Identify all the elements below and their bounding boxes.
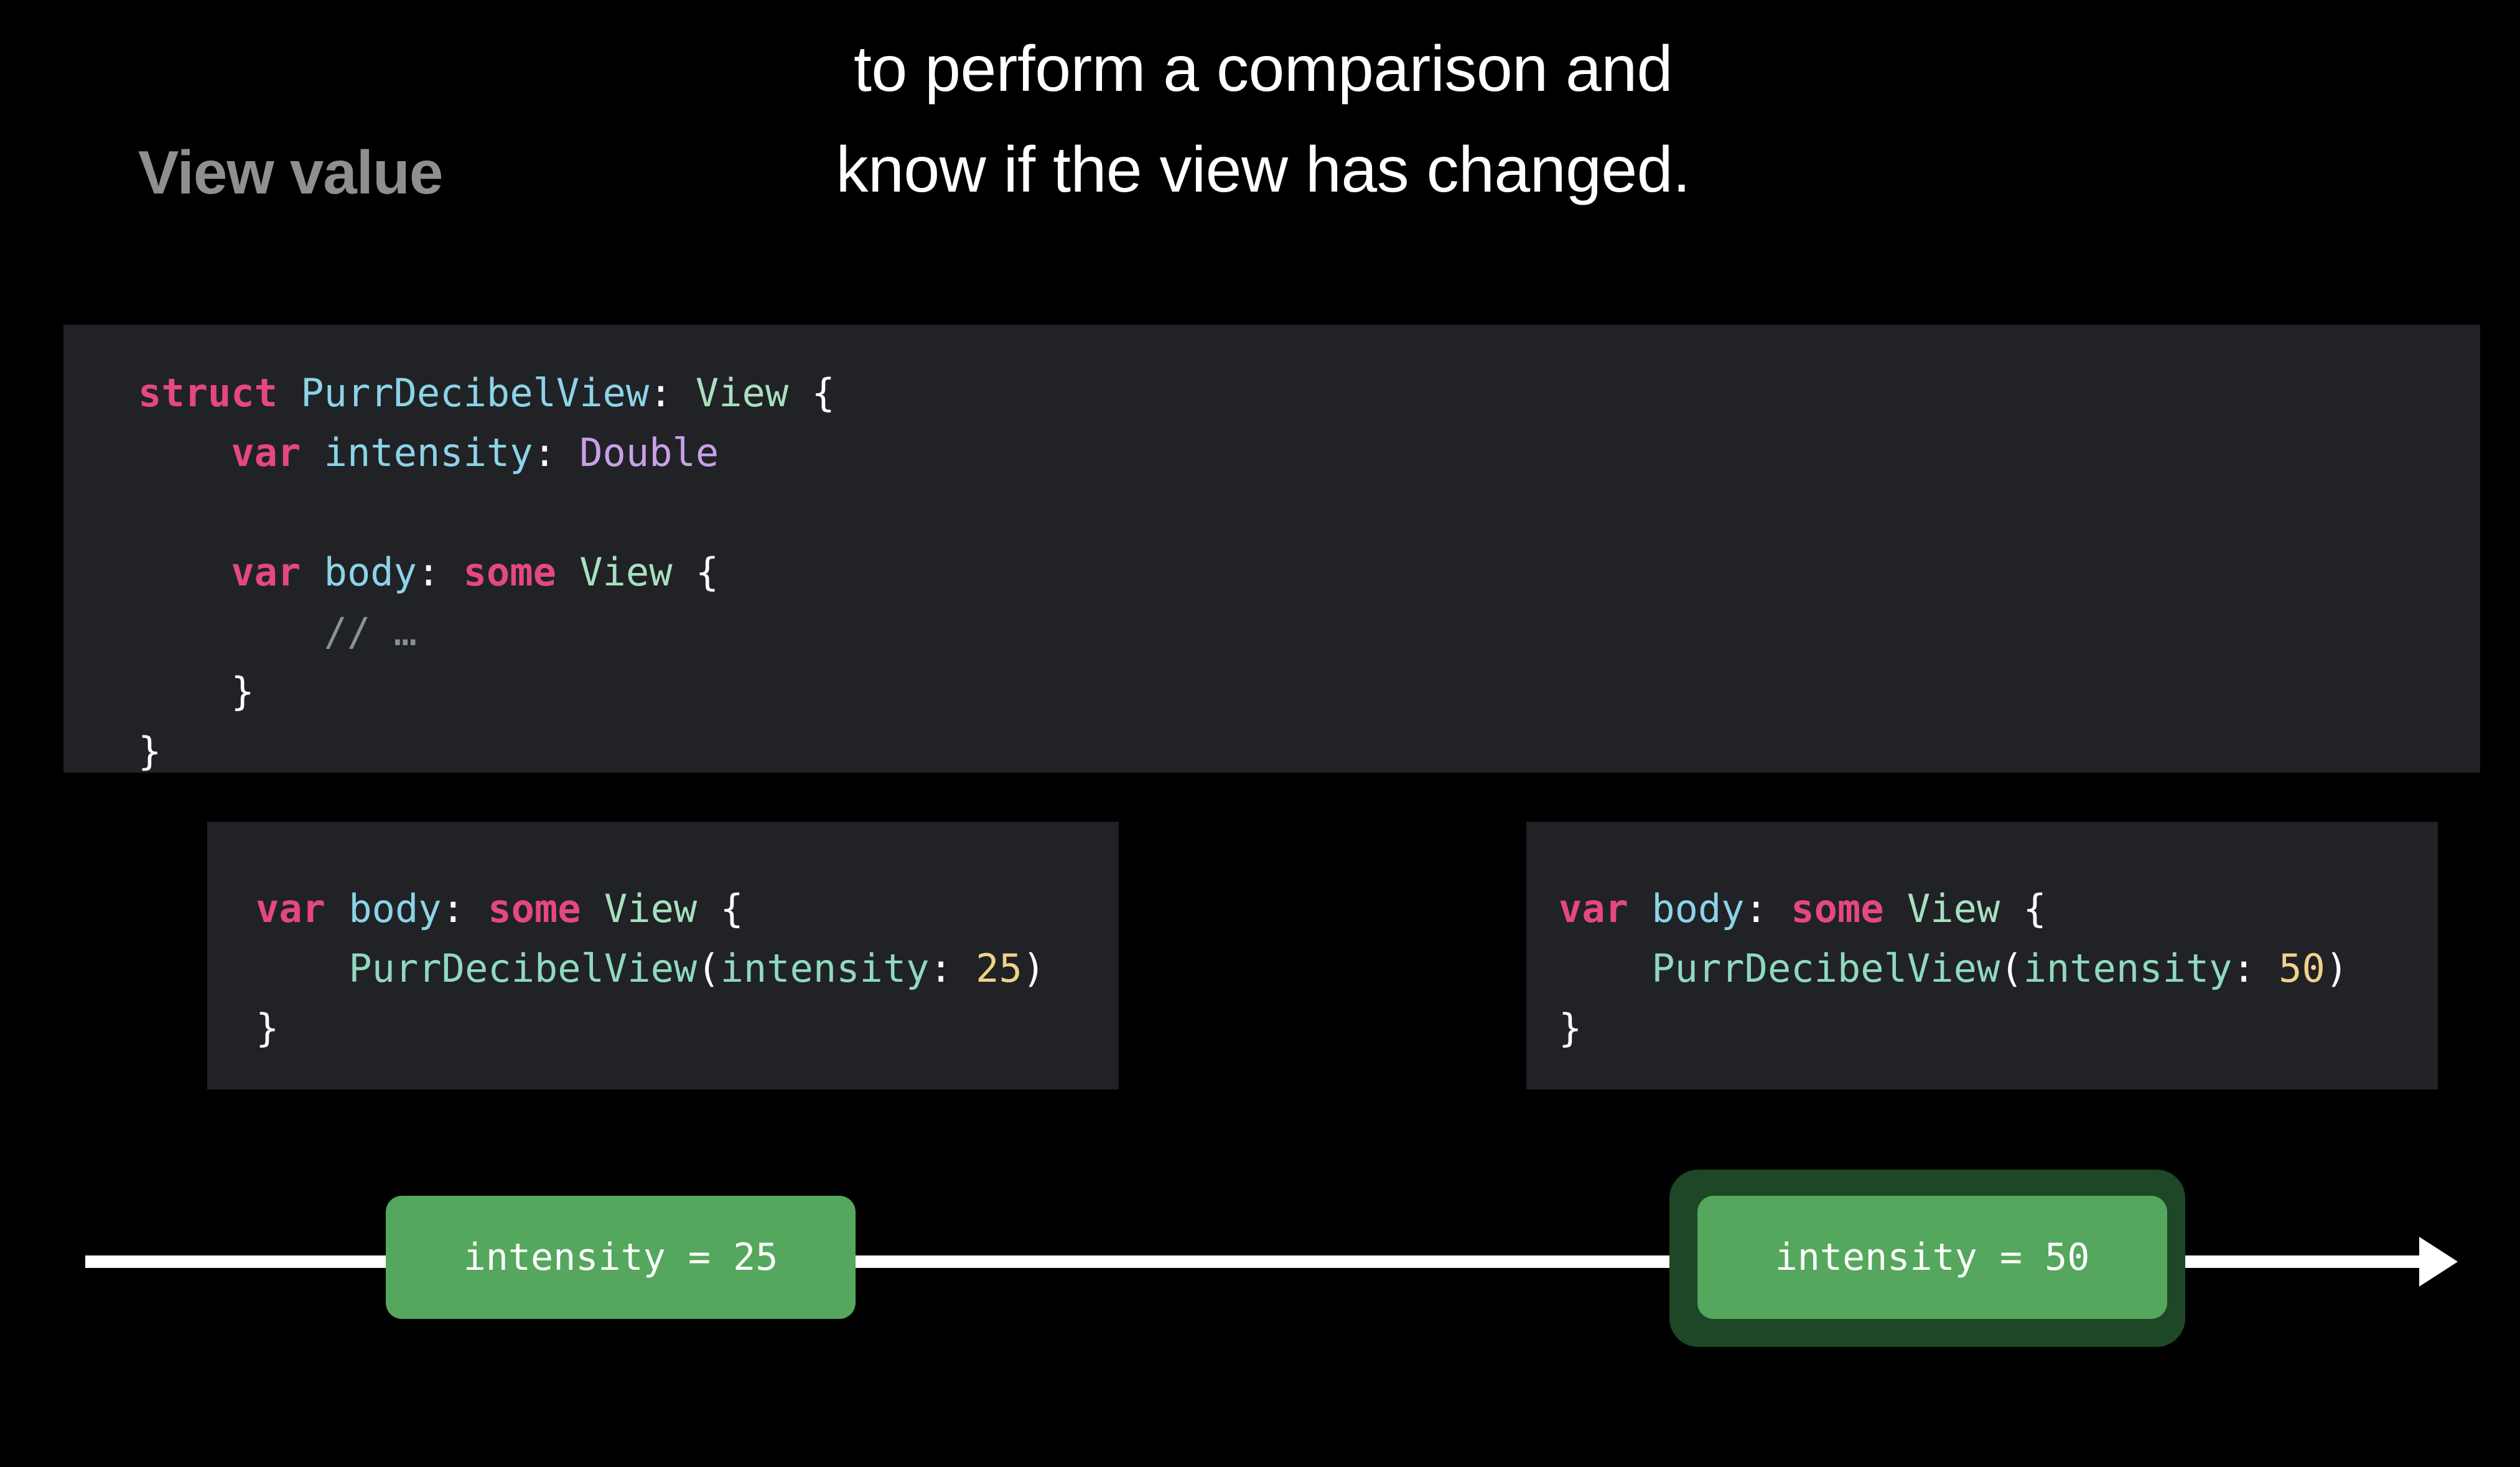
code-token-plain (1884, 886, 1907, 931)
code-token-call: PurrDecibelView (348, 946, 698, 991)
code-token-type: intensity (324, 430, 533, 475)
code-token-plain: : (441, 886, 488, 931)
code-line: } (256, 999, 1119, 1058)
code-token-plain (556, 549, 579, 595)
code-token-call: PurrDecibelView (1651, 946, 2000, 991)
code-token-keyword: some (1791, 886, 1884, 931)
code-token-number: 50 (2279, 946, 2325, 991)
code-token-plain: : (2232, 946, 2279, 991)
code-token-call: intensity (720, 946, 930, 991)
code-token-plain (1559, 946, 1651, 991)
code-line: var body: some View { (138, 543, 2480, 602)
code-token-plain: } (256, 1005, 279, 1051)
timeline-arrow-icon (2419, 1237, 2458, 1287)
caption-line-2: know if the view has changed. (836, 134, 1691, 207)
code-line: struct PurrDecibelView: View { (138, 363, 2480, 423)
code-block-variant-right: var body: some View { PurrDecibelView(in… (1526, 822, 2438, 1089)
code-token-plain: } (1559, 1005, 1582, 1051)
code-token-keyword: var (231, 549, 301, 595)
code-token-plain: { (672, 549, 719, 595)
code-token-plain (256, 946, 348, 991)
code-token-type: body (324, 549, 417, 595)
code-token-plain: ( (2000, 946, 2023, 991)
timeline-event-pill-2[interactable]: intensity = 50 (1697, 1196, 2167, 1319)
code-token-plain: ) (1022, 946, 1046, 991)
code-line: var intensity: Double (138, 423, 2480, 483)
code-line (138, 483, 2480, 543)
value-timeline: intensity = 25 intensity = 50 (0, 1170, 2520, 1356)
code-token-plain: { (2000, 886, 2046, 931)
code-token-type: body (348, 886, 442, 931)
code-line: // … (138, 602, 2480, 662)
code-token-plain (138, 609, 324, 654)
code-token-protocol: View (695, 370, 789, 416)
code-token-plain (138, 430, 231, 475)
timeline-event-pill-1[interactable]: intensity = 25 (386, 1196, 856, 1319)
code-token-type: body (1651, 886, 1745, 931)
code-token-keyword: var (256, 886, 325, 931)
code-token-value-type: Double (579, 430, 719, 475)
code-token-plain (1628, 886, 1651, 931)
code-token-protocol: View (1906, 886, 2000, 931)
slide-caption: to perform a comparison and know if the … (709, 19, 1817, 220)
code-token-protocol: View (579, 549, 673, 595)
code-token-plain (138, 549, 231, 595)
code-token-type: PurrDecibelView (301, 370, 650, 416)
code-block-struct: struct PurrDecibelView: View { var inten… (63, 325, 2480, 773)
code-line: var body: some View { (1559, 879, 2438, 939)
code-token-plain: } (138, 729, 162, 773)
code-line: } (138, 722, 2480, 773)
code-token-plain (138, 490, 161, 535)
code-token-keyword: var (231, 430, 301, 475)
code-token-plain: } (138, 669, 254, 714)
code-token-keyword: some (488, 886, 581, 931)
code-line: } (1559, 999, 2438, 1058)
code-token-plain: : (649, 370, 696, 416)
code-token-plain: { (788, 370, 835, 416)
code-token-plain: { (697, 886, 744, 931)
code-token-call: intensity (2023, 946, 2233, 991)
code-token-plain: ( (697, 946, 721, 991)
code-token-plain: ) (2325, 946, 2349, 991)
code-token-plain (325, 886, 348, 931)
code-token-plain (301, 549, 324, 595)
code-token-plain: : (533, 430, 580, 475)
code-token-plain: : (416, 549, 464, 595)
code-token-comment: // … (324, 609, 417, 654)
caption-line-1: to perform a comparison and (853, 33, 1673, 105)
code-token-plain (301, 430, 324, 475)
code-token-keyword: struct (138, 370, 278, 416)
page-title: View value (138, 138, 443, 207)
code-token-plain: : (929, 946, 976, 991)
code-token-number: 25 (976, 946, 1022, 991)
code-token-plain (278, 370, 301, 416)
code-line: PurrDecibelView(intensity: 25) (256, 939, 1119, 999)
code-token-keyword: some (463, 549, 556, 595)
code-token-protocol: View (604, 886, 698, 931)
code-line: var body: some View { (256, 879, 1119, 939)
code-token-plain: : (1744, 886, 1791, 931)
code-token-plain (581, 886, 604, 931)
code-line: PurrDecibelView(intensity: 50) (1559, 939, 2438, 999)
code-token-keyword: var (1559, 886, 1628, 931)
code-line: } (138, 662, 2480, 722)
code-block-variant-left: var body: some View { PurrDecibelView(in… (207, 822, 1119, 1089)
